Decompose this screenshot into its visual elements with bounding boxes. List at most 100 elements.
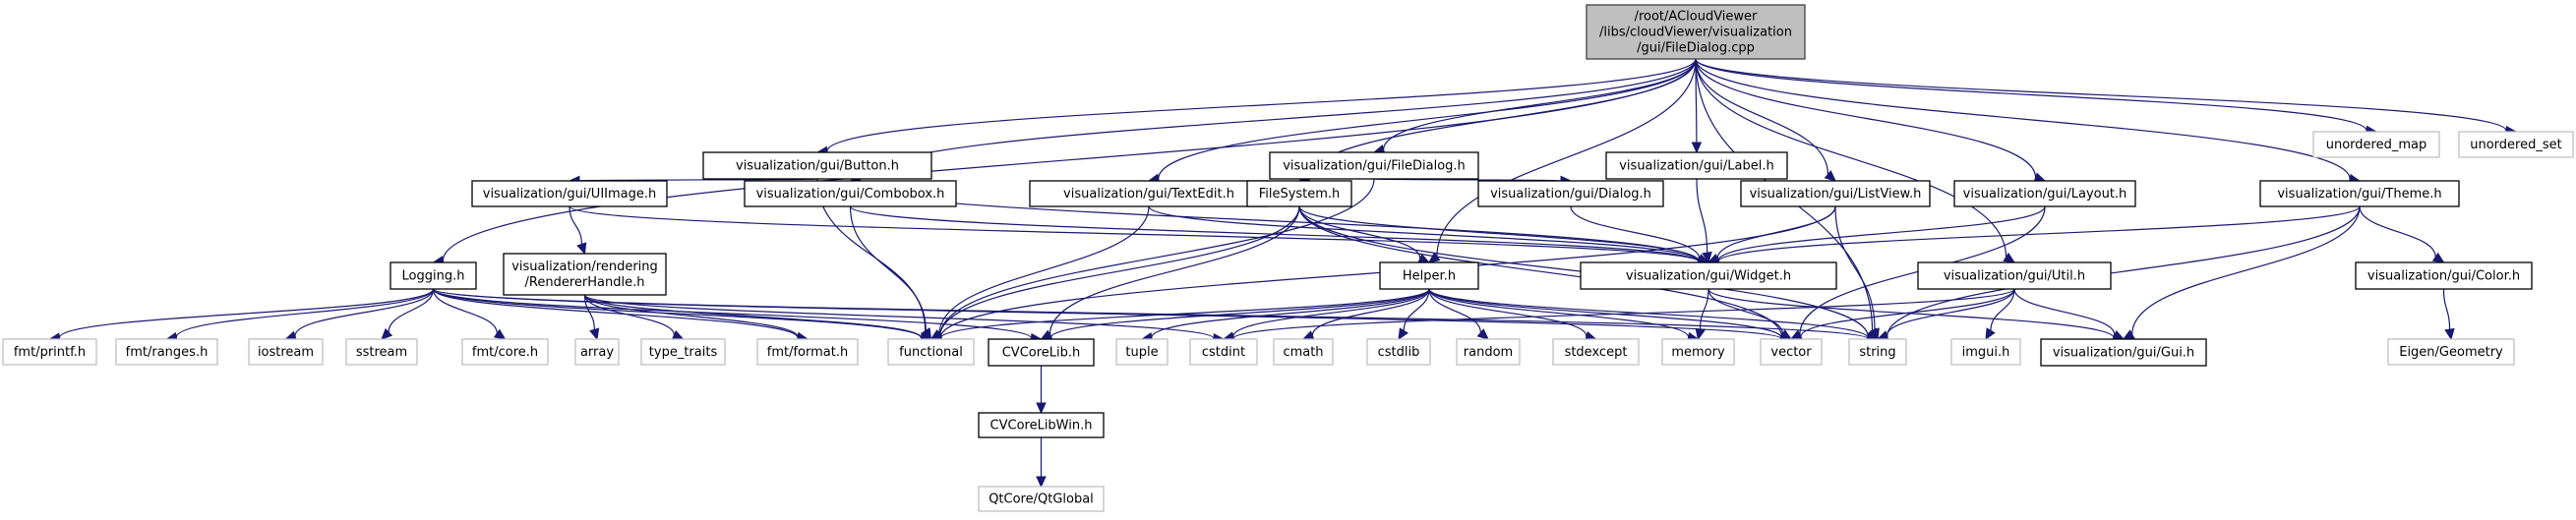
node-label: visualization/rendering	[511, 260, 658, 274]
node-type-traits: type_traits	[640, 338, 726, 366]
node-widget[interactable]: visualization/gui/Widget.h	[1580, 261, 1837, 290]
node-theme[interactable]: visualization/gui/Theme.h	[2259, 180, 2460, 207]
node-fmt-ranges: fmt/ranges.h	[115, 338, 218, 366]
edge-logging-to-fmt_format	[432, 288, 799, 338]
node-color[interactable]: visualization/gui/Color.h	[2355, 261, 2533, 290]
node-gui[interactable]: visualization/gui/Gui.h	[2040, 338, 2207, 367]
node-label: cstdlib	[1378, 345, 1420, 360]
node-label: visualization/gui/TextEdit.h	[1063, 187, 1234, 202]
edge-uiimage-to-widget	[569, 205, 1700, 263]
node-listview[interactable]: visualization/gui/ListView.h	[1740, 180, 1931, 207]
node-label: visualization/gui/Button.h	[736, 159, 899, 174]
edge-widget-to-memory	[1699, 288, 1709, 330]
edge-filesystem-to-functional	[939, 205, 1300, 336]
node-button[interactable]: visualization/gui/Button.h	[702, 151, 932, 180]
node-box	[1552, 338, 1640, 366]
node-box	[2, 338, 97, 366]
arrowhead-util-to-imgui	[1985, 327, 1996, 341]
node-logging[interactable]: Logging.h	[389, 261, 477, 290]
node-filesystem[interactable]: FileSystem.h	[1246, 180, 1352, 207]
node-box	[248, 338, 324, 366]
node-eigen-geometry: Eigen/Geometry	[2387, 338, 2515, 366]
edge-logging-to-iostream	[294, 288, 435, 336]
node-box	[702, 151, 932, 180]
node-rendererhandle[interactable]: visualization/rendering/RendererHandle.h	[503, 253, 667, 296]
edge-root-to-unordered_set	[1695, 58, 2507, 132]
node-label: visualization/gui/Color.h	[2367, 269, 2520, 284]
edge-logging-to-functional	[432, 288, 923, 339]
node-uiimage[interactable]: visualization/gui/UIImage.h	[471, 180, 668, 207]
node-label: unordered_map	[2326, 138, 2427, 152]
node-sstream: sstream	[345, 338, 418, 366]
edge-logging-to-sstream	[388, 288, 435, 333]
node-label: QtCore/QtGlobal	[988, 492, 1094, 507]
node-box	[1477, 180, 1664, 207]
edge-root-to-textedit	[1158, 58, 1697, 179]
edge-label-to-widget	[1696, 178, 1708, 254]
node-box	[1950, 338, 2021, 366]
node-cvcorelibwin[interactable]: CVCoreLibWin.h	[978, 412, 1105, 438]
edge-util-to-cstdint	[1232, 288, 2015, 339]
node-tuple: tuple	[1115, 338, 1168, 366]
edge-helper-to-random	[1428, 288, 1481, 333]
edge-rendererhandle-to-type_traits	[583, 294, 675, 336]
edge-rendererhandle-to-functional	[583, 294, 923, 339]
node-box	[978, 486, 1105, 512]
node-label: functional	[899, 345, 963, 360]
node-cstdint: cstdint	[1189, 338, 1258, 366]
edge-dialog-to-widget	[1570, 205, 1701, 260]
node-box	[2458, 131, 2574, 158]
node-label: random	[1464, 345, 1513, 360]
arrowhead-rendererhandle-to-array	[589, 327, 600, 341]
edge-helper-to-vector	[1428, 288, 1782, 338]
node-box	[2387, 338, 2515, 366]
arrowhead-uiimage-to-rendererhandle	[576, 242, 587, 256]
arrowhead-logging-to-fmt_core	[493, 328, 507, 340]
node-box	[1661, 338, 1735, 366]
edge-textedit-to-functional	[938, 205, 1150, 334]
node-util[interactable]: visualization/gui/Util.h	[1917, 261, 2112, 290]
node-box	[2312, 131, 2440, 158]
edge-root-to-helper	[1436, 58, 1697, 257]
node-combobox[interactable]: visualization/gui/Combobox.h	[744, 180, 957, 207]
node-dialog[interactable]: visualization/gui/Dialog.h	[1477, 180, 1664, 207]
node-textedit[interactable]: visualization/gui/TextEdit.h	[1029, 180, 1269, 207]
edge-layout-to-widget	[1717, 205, 2046, 261]
node-label: CVCoreLib.h	[1002, 346, 1081, 361]
edge-root-to-layout	[1695, 58, 2037, 178]
node-box	[756, 338, 859, 366]
edge-filesystem-to-vector	[1298, 205, 1782, 337]
node-label: /root/ACloudViewer	[1635, 10, 1758, 25]
node-label: type_traits	[649, 345, 718, 360]
edge-logging-to-fmt_core	[432, 288, 498, 334]
edge-helper-to-cstdint	[1232, 288, 1430, 337]
arrowhead-root-to-label	[1691, 142, 1703, 154]
node-label: /RendererHandle.h	[525, 275, 645, 290]
node-label: visualization/gui/FileDialog.h	[1283, 159, 1466, 174]
node-helper[interactable]: Helper.h	[1379, 261, 1479, 290]
node-label: fmt/core.h	[472, 345, 538, 360]
arrowhead-label-to-widget	[1702, 251, 1712, 264]
node-vector: vector	[1760, 338, 1823, 366]
node-label: sstream	[356, 345, 407, 360]
arrowhead-root-to-helper	[1428, 252, 1441, 263]
edge-root-to-logging	[442, 58, 1697, 261]
edge-logging-to-cvcorelib	[432, 288, 1033, 339]
node-label: visualization/gui/Combobox.h	[756, 187, 945, 202]
arrowhead-color-to-eigen_geometry	[2444, 327, 2455, 341]
node-filedialog-h[interactable]: visualization/gui/FileDialog.h	[1269, 151, 1479, 180]
node-box	[1366, 338, 1431, 366]
node-layout[interactable]: visualization/gui/Layout.h	[1953, 180, 2136, 207]
edge-util-to-vector	[1800, 288, 2015, 338]
edge-theme-to-gui	[2131, 205, 2361, 335]
node-root[interactable]: /root/ACloudViewer/libs/cloudViewer/visu…	[1586, 4, 1806, 60]
node-box	[2259, 180, 2460, 207]
node-array: array	[574, 338, 620, 366]
node-cvcorelib[interactable]: CVCoreLib.h	[988, 338, 1095, 367]
edge-rendererhandle-to-fmt_format	[583, 294, 799, 338]
nodes-layer: /root/ACloudViewer/libs/cloudViewer/visu…	[2, 4, 2574, 512]
node-label: CVCoreLibWin.h	[990, 419, 1093, 433]
node-label[interactable]: visualization/gui/Label.h	[1605, 151, 1788, 180]
edge-util-to-gui	[2013, 288, 2116, 335]
